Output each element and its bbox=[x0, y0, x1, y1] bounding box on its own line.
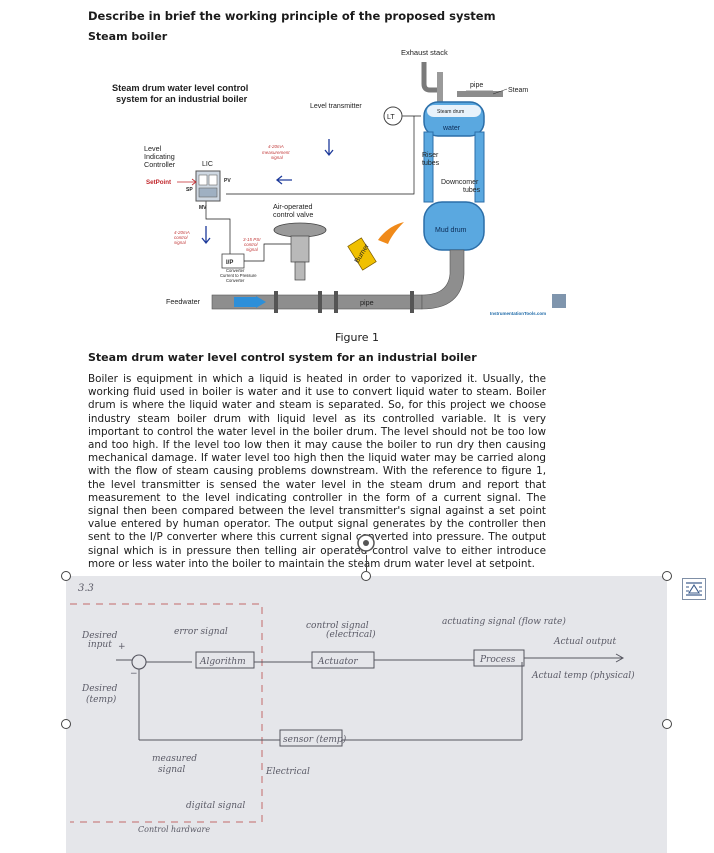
brand-logo bbox=[552, 294, 566, 308]
svg-text:Riser: Riser bbox=[422, 152, 439, 159]
svg-text:+: + bbox=[118, 642, 126, 652]
svg-text:tubes: tubes bbox=[463, 187, 481, 194]
diagram-title-2: system for an industrial boiler bbox=[116, 94, 248, 104]
svg-text:signal: signal bbox=[174, 240, 187, 245]
svg-text:SetPoint: SetPoint bbox=[146, 179, 171, 186]
svg-text:Controller: Controller bbox=[144, 160, 176, 169]
svg-text:signal: signal bbox=[271, 155, 284, 160]
svg-text:Process: Process bbox=[479, 655, 516, 665]
svg-text:error signal: error signal bbox=[174, 627, 228, 637]
svg-text:−: − bbox=[130, 669, 138, 679]
layout-options-button[interactable] bbox=[682, 578, 706, 600]
svg-text:signal: signal bbox=[158, 765, 185, 775]
mud-drum bbox=[423, 201, 485, 251]
svg-text:(temp): (temp) bbox=[86, 694, 117, 705]
svg-text:Downcomer: Downcomer bbox=[441, 179, 479, 186]
svg-text:tubes: tubes bbox=[422, 160, 440, 167]
svg-text:LT: LT bbox=[387, 114, 395, 121]
svg-text:control: control bbox=[244, 242, 259, 247]
rotate-handle-stem bbox=[366, 555, 367, 571]
svg-text:Control hardware: Control hardware bbox=[138, 825, 210, 834]
svg-text:4-20mA: 4-20mA bbox=[268, 144, 284, 149]
svg-text:Desired: Desired bbox=[81, 631, 118, 641]
svg-text:Actuator: Actuator bbox=[317, 657, 358, 667]
body-paragraph: Boiler is equipment in which a liquid is… bbox=[88, 373, 546, 570]
section-subheading: Steam boiler bbox=[88, 30, 168, 43]
section-number: 3.3 bbox=[78, 583, 94, 594]
svg-text:Actual output: Actual output bbox=[553, 637, 616, 647]
svg-text:pipe: pipe bbox=[360, 298, 374, 307]
svg-text:Converter: Converter bbox=[226, 268, 245, 273]
downcomer-tubes bbox=[474, 131, 485, 203]
svg-text:Algorithm: Algorithm bbox=[199, 657, 246, 667]
svg-text:InstrumentationTools.com: InstrumentationTools.com bbox=[490, 311, 546, 316]
svg-text:signal: signal bbox=[246, 247, 259, 252]
control-hardware-boundary bbox=[70, 603, 263, 823]
resize-handle-middle-right[interactable] bbox=[662, 719, 672, 729]
control-valve bbox=[273, 222, 327, 238]
svg-text:Mud drum: Mud drum bbox=[435, 227, 467, 234]
svg-text:Feedwater: Feedwater bbox=[166, 297, 201, 306]
exhaust-stack bbox=[437, 72, 443, 104]
svg-text:Level: Level bbox=[144, 144, 162, 153]
svg-text:measurement: measurement bbox=[262, 150, 290, 155]
algorithm-block bbox=[195, 651, 255, 669]
figure-title: Steam drum water level control system fo… bbox=[88, 351, 477, 364]
svg-text:digital signal: digital signal bbox=[186, 801, 245, 811]
svg-text:sensor (temp): sensor (temp) bbox=[283, 734, 347, 745]
svg-text:actuating signal (flow rate): actuating signal (flow rate) bbox=[442, 616, 566, 627]
resize-handle-top-left[interactable] bbox=[61, 571, 71, 581]
burner bbox=[347, 237, 377, 271]
svg-text:Current to Pressure: Current to Pressure bbox=[220, 273, 257, 278]
svg-text:measured: measured bbox=[152, 754, 197, 764]
svg-text:LIC: LIC bbox=[202, 161, 213, 168]
svg-text:Actual temp (physical): Actual temp (physical) bbox=[531, 670, 635, 681]
level-transmitter-label: Level transmitter bbox=[310, 103, 362, 110]
svg-text:Electrical: Electrical bbox=[265, 767, 310, 777]
pipe-label-top: pipe bbox=[470, 82, 483, 89]
svg-text:Air-operated: Air-operated bbox=[273, 202, 313, 211]
steam-label: Steam bbox=[508, 87, 528, 94]
svg-text:Indicating: Indicating bbox=[144, 152, 175, 161]
move-cursor-icon bbox=[357, 534, 375, 552]
svg-text:Steam drum: Steam drum bbox=[437, 109, 464, 115]
svg-text:control signal: control signal bbox=[306, 621, 369, 631]
boiler-diagram-figure: Steam drum water level control system fo… bbox=[88, 44, 588, 329]
svg-text:water: water bbox=[442, 125, 461, 132]
svg-text:input: input bbox=[88, 640, 112, 650]
diagram-title-1: Steam drum water level control bbox=[112, 83, 248, 93]
question-heading: Describe in brief the working principle … bbox=[88, 9, 496, 23]
figure-caption: Figure 1 bbox=[334, 331, 380, 344]
svg-text:4-20mA: 4-20mA bbox=[174, 230, 190, 235]
sensor-block bbox=[279, 729, 343, 747]
resize-handle-middle-left[interactable] bbox=[61, 719, 71, 729]
resize-handle-top-center[interactable] bbox=[361, 571, 371, 581]
svg-text:PV: PV bbox=[224, 178, 231, 184]
svg-text:control: control bbox=[174, 235, 189, 240]
layout-options-icon bbox=[686, 582, 702, 596]
handwritten-diagram-photo[interactable]: 3.3 Desired input + Desired (temp) − err… bbox=[66, 576, 667, 853]
svg-text:MV: MV bbox=[199, 205, 207, 211]
svg-text:Converter: Converter bbox=[226, 278, 245, 283]
svg-text:SP: SP bbox=[186, 187, 193, 193]
svg-text:control valve: control valve bbox=[273, 210, 313, 219]
svg-text:3-15 PSI: 3-15 PSI bbox=[243, 237, 261, 242]
exhaust-stack-label: Exhaust stack bbox=[401, 48, 448, 57]
svg-text:I/P: I/P bbox=[226, 260, 233, 266]
svg-text:(electrical): (electrical) bbox=[326, 629, 376, 640]
resize-handle-top-right[interactable] bbox=[662, 571, 672, 581]
riser-tubes bbox=[423, 131, 434, 203]
svg-text:Desired: Desired bbox=[81, 684, 118, 694]
